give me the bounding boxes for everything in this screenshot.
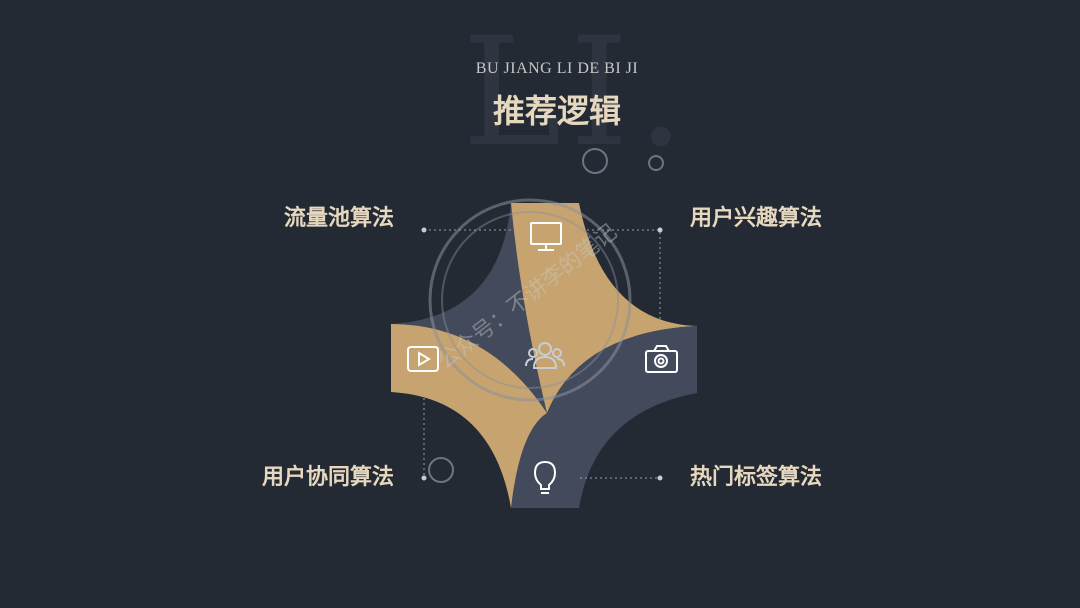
label-user-collaborative-algorithm: 用户协同算法 [261, 465, 394, 490]
camera-icon [645, 345, 678, 373]
connector-dot-bottom-right [657, 475, 663, 481]
decor-circle-bottom [428, 457, 454, 483]
connector-dot-bottom-left [421, 475, 427, 481]
watermark-ring-inner [441, 211, 619, 389]
page-title: 推荐逻辑 [492, 92, 621, 130]
lightbulb-icon [533, 460, 557, 494]
users-group-icon [525, 342, 565, 369]
monitor-icon [530, 222, 562, 251]
connector-dots [421, 227, 663, 481]
watermark-ring-outer [428, 198, 632, 402]
play-video-icon [407, 346, 439, 372]
connector-dot-top-left [421, 227, 427, 233]
quadrant-top-right-gold [510, 203, 697, 413]
connector-top-right [577, 229, 661, 326]
decor-circle-large [582, 148, 608, 174]
quadrant-top-left-slate [391, 203, 547, 413]
background-watermark-letters: LI. [462, 6, 693, 180]
label-hot-tag-algorithm: 热门标签算法 [690, 465, 823, 490]
subtitle: BU JIANG LI DE BI JI [475, 60, 639, 77]
label-user-interest-algorithm: 用户兴趣算法 [690, 206, 823, 231]
connector-dot-top-right [657, 227, 663, 233]
decor-circle-small [648, 155, 664, 171]
label-traffic-pool-algorithm: 流量池算法 [283, 206, 394, 231]
connector-lines [423, 229, 661, 479]
